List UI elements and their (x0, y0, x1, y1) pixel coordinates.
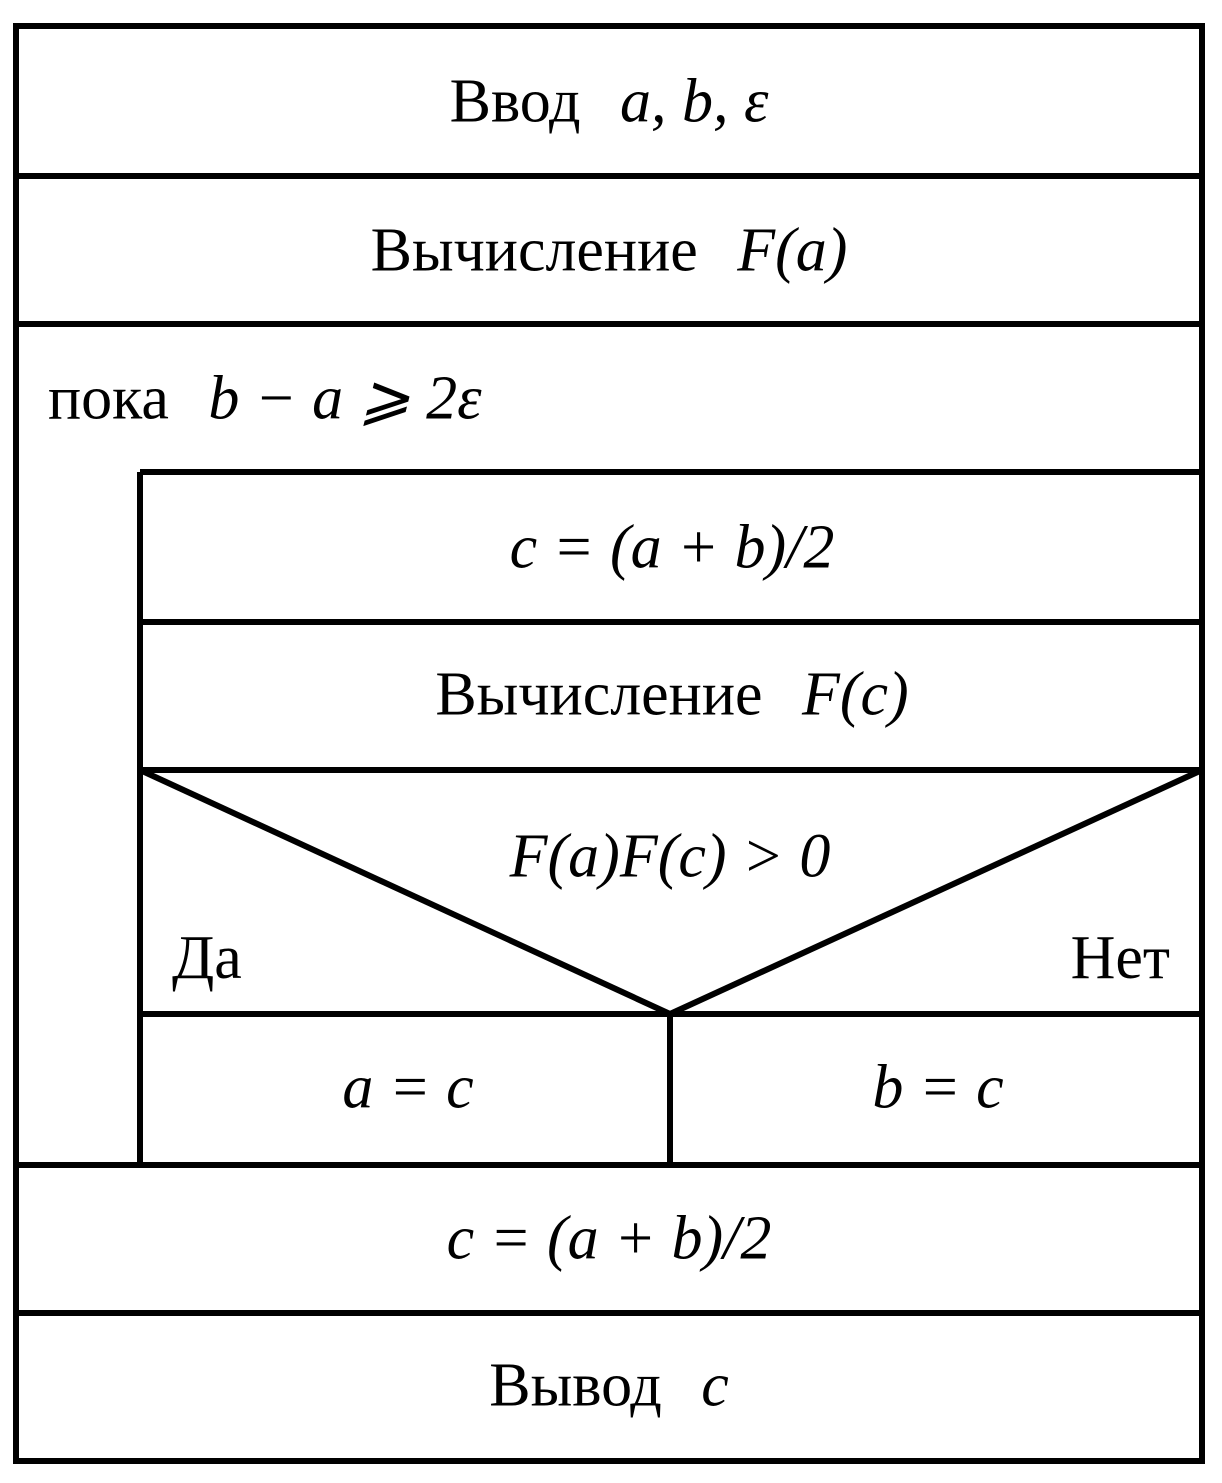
compute-fc-expr: F(c) (801, 660, 909, 729)
condition-no-label: Нет (1070, 924, 1170, 992)
compute-fa-block: Вычисление F(a) (371, 219, 848, 282)
branch-no-block: b = c (872, 1056, 1003, 1119)
branch-yes-expr: a = c (342, 1053, 474, 1122)
compute-fc-word: Вычисление (435, 660, 763, 729)
branch-no-expr: b = c (872, 1053, 1004, 1122)
branch-yes-block: a = c (342, 1056, 473, 1119)
midpoint-expr: c = (a + b)/2 (509, 513, 835, 582)
condition-left-diagonal (138, 767, 672, 1017)
outer-border (13, 23, 1205, 1464)
final-midpoint-block: c = (a + b)/2 (447, 1207, 772, 1270)
condition-yes-label: Да (172, 924, 242, 992)
input-block: Ввод a, b, ε (450, 70, 769, 133)
loop-condition: b − a ⩾ 2ε (208, 364, 482, 433)
output-word: Вывод (489, 1351, 662, 1420)
condition-block: F(a)F(c) > 0 (510, 825, 831, 888)
output-expr: c (701, 1351, 729, 1420)
compute-fc-block: Вычисление F(c) (435, 663, 908, 726)
compute-fa-word: Вычисление (370, 216, 698, 285)
loop-word: пока (48, 364, 169, 433)
input-variables: a, b, ε (619, 67, 769, 136)
condition-expr: F(a)F(c) > 0 (509, 822, 831, 891)
final-midpoint-expr: c = (a + b)/2 (446, 1204, 772, 1273)
loop-header: пока b − a ⩾ 2ε (48, 367, 482, 430)
input-word: Ввод (449, 67, 581, 136)
midpoint-block: c = (a + b)/2 (510, 516, 835, 579)
condition-right-diagonal (668, 767, 1204, 1017)
output-block: Вывод c (489, 1354, 729, 1417)
compute-fa-expr: F(a) (737, 216, 848, 285)
